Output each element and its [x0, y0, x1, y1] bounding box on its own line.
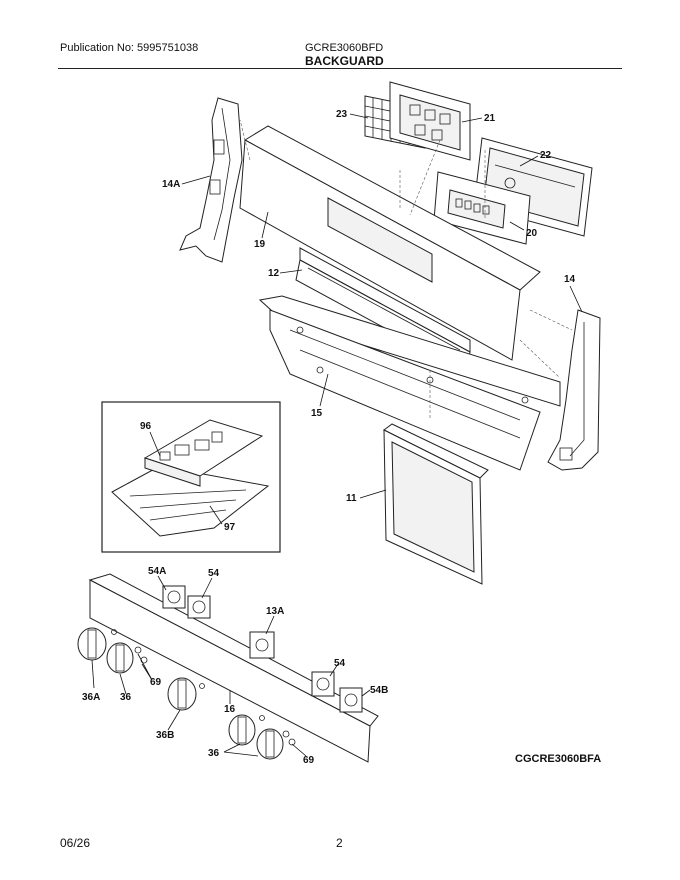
- part-54-switch-top: [187, 595, 211, 619]
- callout-36-bottom: 36: [208, 748, 220, 759]
- part-11-rear-cover: [383, 423, 489, 585]
- part-69-bezels-bottom: [259, 715, 296, 746]
- part-36-knob-bottom-b: [256, 728, 284, 760]
- callout-54-top: 54: [208, 568, 220, 579]
- callout-15: 15: [311, 408, 323, 419]
- part-19-backguard-panel: [239, 125, 541, 361]
- callout-14: 14: [564, 274, 576, 285]
- callout-54-mid: 54: [334, 658, 346, 669]
- publication-number: Publication No: 5995751038: [60, 42, 199, 54]
- part-36-knob-bottom-a: [228, 714, 256, 746]
- callout-69-bottom: 69: [303, 755, 315, 766]
- callout-96: 96: [140, 421, 152, 432]
- callout-labels: 23 21 22 20 14A 19 12 14 15 96 97 11 54A…: [82, 109, 576, 766]
- callout-23: 23: [336, 109, 348, 120]
- assembly-guide-lines: [239, 119, 573, 420]
- callout-36b: 36B: [156, 730, 174, 741]
- callout-19: 19: [254, 239, 266, 250]
- part-97-board-bracket: [111, 465, 270, 537]
- callout-16: 16: [224, 704, 236, 715]
- callout-12: 12: [268, 268, 280, 279]
- part-96-relay-board: [143, 419, 264, 487]
- part-54b-switch: [339, 687, 363, 713]
- callout-36-left: 36: [120, 692, 132, 703]
- callout-69-left: 69: [150, 677, 162, 688]
- part-36a-knob: [77, 627, 107, 661]
- header-rule: [58, 68, 622, 69]
- part-54-switch-mid: [311, 671, 335, 697]
- part-13a-switch: [249, 631, 275, 659]
- model-number: GCRE3060BFD: [305, 42, 384, 54]
- callout-36a: 36A: [82, 692, 100, 703]
- callout-22: 22: [540, 150, 552, 161]
- leader-lines: [91, 113, 583, 757]
- page-number: 2: [336, 836, 343, 850]
- part-21-control-board: [389, 81, 471, 161]
- section-title: BACKGUARD: [305, 54, 384, 68]
- footer-date: 06/26: [60, 836, 91, 850]
- part-16-control-panel: [88, 573, 379, 763]
- callout-14a: 14A: [162, 179, 180, 190]
- part-14-right-end-cap: [547, 309, 601, 471]
- part-20-display-board: [433, 171, 531, 245]
- part-36b-knob: [167, 677, 197, 711]
- callout-97: 97: [224, 522, 236, 533]
- part-54a-switch: [162, 585, 186, 609]
- callout-54b: 54B: [370, 685, 388, 696]
- part-36-knob-left: [106, 642, 134, 674]
- callout-11: 11: [346, 493, 357, 504]
- callout-21: 21: [484, 113, 496, 124]
- callout-13a: 13A: [266, 606, 284, 617]
- callout-54a: 54A: [148, 566, 166, 577]
- control-board-inset: [101, 401, 281, 553]
- callout-20: 20: [526, 228, 538, 239]
- diagram-code: CGCRE3060BFA: [515, 753, 602, 765]
- part-14a-left-end-cap: [179, 97, 243, 263]
